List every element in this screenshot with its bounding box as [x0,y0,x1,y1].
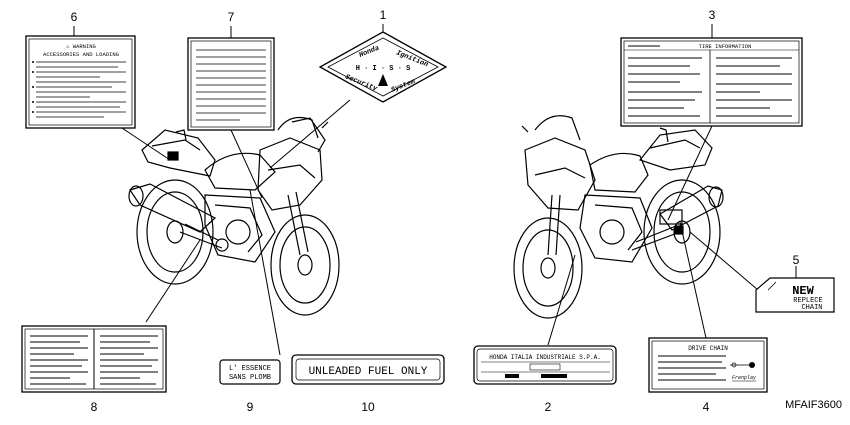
warning-line2: ACCESSORIES AND LOADING [43,51,119,58]
drive-chain-brand: Frenplay [732,375,757,381]
essence-line1: L' ESSENCE [229,365,271,373]
warning-line1: ⚠ WARNING [66,43,96,50]
callout-9: 9 [247,400,254,414]
unleaded-text: UNLEADED FUEL ONLY [309,366,428,378]
callout-4: 4 [703,400,710,414]
motorcycle-right-illustration [513,115,724,319]
essence-line2: SANS PLOMB [229,374,271,382]
label-new-replece-chain: NEW REPLECE CHAIN [755,277,835,313]
label-eight-two-column [21,325,167,393]
callout-8: 8 [91,400,98,414]
label-tire-information: TIRE INFORMATION [620,37,803,127]
label-essence-sans-plomb: L' ESSENCE SANS PLOMB [219,359,281,385]
callout-10: 10 [361,400,375,414]
label-honda-italia: HONDA ITALIA INDUSTRIALE S.P.A. [473,345,617,385]
honda-italia-text: HONDA ITALIA INDUSTRIALE S.P.A. [489,354,601,361]
label-seven-blank [187,37,275,131]
new-chain-line2: REPLECE [793,297,822,305]
new-chain-line3: CHAIN [801,304,822,312]
callout-5: 5 [793,253,800,267]
label-unleaded-fuel-only: UNLEADED FUEL ONLY [291,354,445,385]
drive-chain-title: DRIVE CHAIN [688,345,728,352]
callout-7: 7 [228,10,235,24]
callout-6: 6 [71,10,78,24]
label-drive-chain: DRIVE CHAIN Frenplay [648,337,768,393]
callout-3: 3 [709,8,716,22]
leader-lines [73,24,797,356]
label-warning-accessories: ⚠ WARNING ACCESSORIES AND LOADING [25,35,136,129]
diagram-code: MFAIF3600 [785,399,842,411]
tire-info-title: TIRE INFORMATION [699,43,752,50]
callout-2: 2 [545,400,552,414]
motorcycle-left-illustration [128,117,340,316]
callout-numbers: 1 2 3 4 5 6 7 8 9 10 [71,8,800,414]
label-hiss: Honda Ignition H · I · S · S Security Sy… [318,31,448,103]
hiss-center-text: H · I · S · S [356,65,411,73]
callout-1: 1 [380,8,387,22]
new-chain-line1: NEW [792,284,814,298]
